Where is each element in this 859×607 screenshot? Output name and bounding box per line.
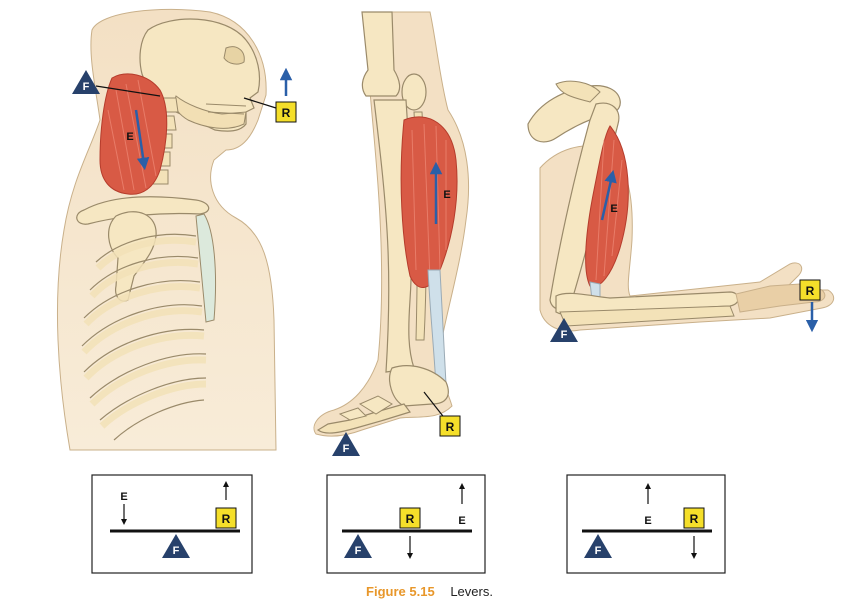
fulcrum-marker: F <box>584 534 612 558</box>
resistance-marker: R <box>799 279 821 301</box>
fulcrum-marker: F <box>162 534 190 558</box>
effort-label: E <box>644 515 651 527</box>
resistance-label: R <box>446 420 455 434</box>
arm-illustration <box>527 80 835 333</box>
effort-label: E <box>610 203 617 215</box>
resistance-label: R <box>282 106 291 120</box>
fulcrum-marker: F <box>332 432 360 456</box>
effort-label: E <box>458 515 465 527</box>
fulcrum-marker: F <box>550 318 578 342</box>
leg-illustration <box>313 11 470 437</box>
figure-caption: Figure 5.15 Levers. <box>0 584 859 599</box>
effort-label: E <box>120 491 127 503</box>
figure-title: Levers. <box>450 584 493 599</box>
fulcrum-label: F <box>561 329 568 341</box>
effort-label: E <box>443 189 450 201</box>
resistance-marker: R <box>215 507 237 529</box>
resistance-label: R <box>222 512 231 526</box>
resistance-marker: R <box>439 415 461 437</box>
resistance-marker: R <box>275 101 297 123</box>
resistance-label: R <box>406 512 415 526</box>
resistance-marker: R <box>399 507 421 529</box>
fulcrum-label: F <box>355 545 362 557</box>
fulcrum-label: F <box>595 545 602 557</box>
figure-number: Figure 5.15 <box>366 584 435 599</box>
fulcrum-marker: F <box>344 534 372 558</box>
fulcrum-label: F <box>173 545 180 557</box>
head-neck-illustration <box>56 8 293 451</box>
effort-label: E <box>126 131 133 143</box>
fulcrum-label: F <box>343 443 350 455</box>
resistance-marker: R <box>683 507 705 529</box>
fulcrum-label: F <box>83 81 90 93</box>
resistance-label: R <box>690 512 699 526</box>
resistance-label: R <box>806 284 815 298</box>
fulcrum-marker: F <box>72 70 100 94</box>
